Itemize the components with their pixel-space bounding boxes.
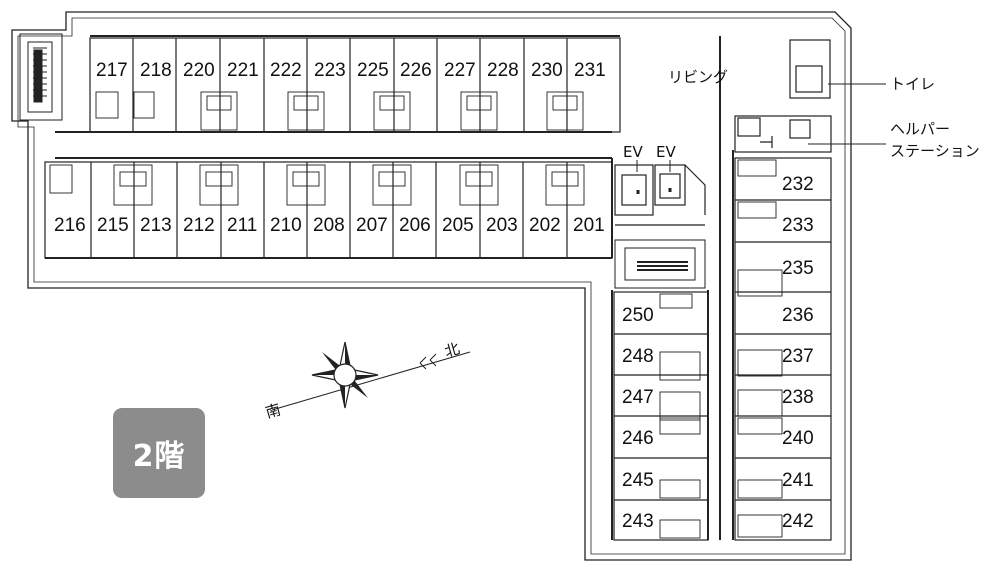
room-238: 238 [782, 387, 814, 408]
helper-station-label-2: ステーション [890, 142, 980, 160]
stair-center [614, 239, 706, 289]
top-bathrooms [95, 91, 584, 131]
room-228: 228 [487, 60, 519, 81]
bottom-row-labels: 216 215 213 212 211 210 208 207 206 205 … [54, 215, 605, 236]
floor-badge: 2階 [113, 408, 205, 498]
room-213: 213 [140, 215, 172, 236]
room-208: 208 [313, 215, 345, 236]
middle-column-labels: 250 248 247 246 245 243 [622, 305, 654, 532]
room-236: 236 [782, 305, 814, 326]
room-242: 242 [782, 511, 814, 532]
compass-north-label: 北 [442, 339, 461, 360]
top-row-labels: 217 218 220 221 222 223 225 226 227 228 … [96, 60, 606, 81]
room-218: 218 [140, 60, 172, 81]
room-221: 221 [227, 60, 259, 81]
compass-south-label: 南 [263, 400, 282, 421]
room-205: 205 [442, 215, 474, 236]
room-207: 207 [356, 215, 388, 236]
room-222: 222 [270, 60, 302, 81]
room-227: 227 [444, 60, 476, 81]
elevators [614, 164, 706, 226]
room-202: 202 [529, 215, 561, 236]
room-217: 217 [96, 60, 128, 81]
top-room-block [89, 37, 621, 133]
room-226: 226 [400, 60, 432, 81]
room-247: 247 [622, 387, 654, 408]
room-212: 212 [183, 215, 215, 236]
helper-station-label-1: ヘルパー [890, 120, 950, 138]
room-243: 243 [622, 511, 654, 532]
building-outline [11, 11, 852, 561]
room-220: 220 [183, 60, 215, 81]
toilet-label: トイレ [890, 75, 935, 93]
compass-icon: 北 南 [263, 339, 471, 422]
room-230: 230 [531, 60, 563, 81]
service-rooms [734, 39, 832, 153]
room-206: 206 [399, 215, 431, 236]
right-column-block [734, 157, 832, 541]
room-233: 233 [782, 215, 814, 236]
room-235: 235 [782, 258, 814, 279]
room-246: 246 [622, 428, 654, 449]
stair-top-left [19, 33, 63, 121]
room-232: 232 [782, 174, 814, 195]
ev-label-2: EV [656, 143, 676, 161]
room-216: 216 [54, 215, 86, 236]
bottom-room-block [44, 161, 613, 259]
ev-label-1: EV [623, 143, 643, 161]
room-248: 248 [622, 346, 654, 367]
room-237: 237 [782, 346, 814, 367]
leader-lines [636, 83, 886, 172]
middle-column-block [613, 291, 709, 541]
room-201: 201 [573, 215, 605, 236]
right-column-labels: 232 233 235 236 237 238 240 241 242 [782, 174, 814, 532]
living-label: リビング [668, 68, 728, 86]
room-215: 215 [97, 215, 129, 236]
room-223: 223 [314, 60, 346, 81]
room-241: 241 [782, 470, 814, 491]
room-210: 210 [270, 215, 302, 236]
room-225: 225 [357, 60, 389, 81]
room-240: 240 [782, 428, 814, 449]
room-211: 211 [227, 215, 257, 236]
bottom-bathrooms [49, 164, 585, 206]
room-250: 250 [622, 305, 654, 326]
room-231: 231 [574, 60, 606, 81]
room-203: 203 [486, 215, 518, 236]
room-245: 245 [622, 470, 654, 491]
